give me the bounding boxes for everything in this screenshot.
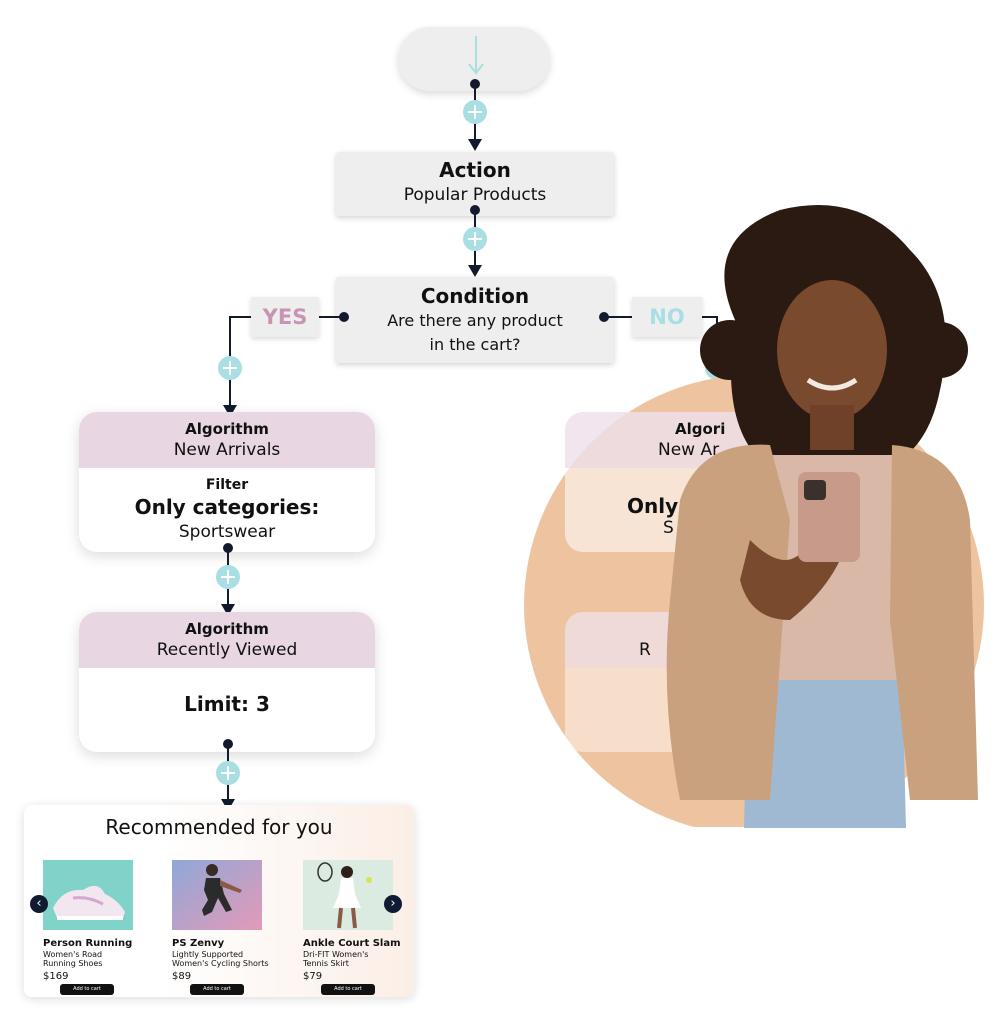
product-price: $89 <box>172 971 192 982</box>
algorithm-heading: Algorithm <box>185 419 269 438</box>
connector-dot <box>223 543 233 553</box>
connector-dot <box>470 79 480 89</box>
product-desc: Women's Road <box>43 950 103 959</box>
algorithm-band: Algorithm Recently Viewed <box>79 612 375 668</box>
woman-with-phone-photo <box>666 205 978 828</box>
product-desc: Dri-FIT Women's <box>303 950 369 959</box>
product-card[interactable]: Ankle Court Slam Dri-FIT Women's Tennis … <box>303 860 423 995</box>
filter-value: Sportswear <box>178 522 276 542</box>
ghost-rule: Only <box>627 494 679 518</box>
ghost-value: S <box>663 518 674 538</box>
running-shoe-image <box>43 860 133 930</box>
product-name: Person Running <box>43 938 133 949</box>
product-desc: Women's Cycling Shorts <box>172 959 269 968</box>
add-step-plus-icon[interactable] <box>216 761 240 785</box>
add-step-plus-icon[interactable] <box>463 100 487 124</box>
product-card[interactable]: Person Running Women's Road Running Shoe… <box>43 860 163 995</box>
ghost-lower: R <box>639 640 651 660</box>
product-desc: Running Shoes <box>43 959 103 968</box>
limit-text: Limit: 3 <box>184 692 270 716</box>
connector-dot <box>339 312 349 322</box>
filter-rule: Only categories: <box>134 495 320 519</box>
tennis-skirt-image <box>303 860 393 930</box>
product-price: $79 <box>303 971 323 982</box>
add-to-cart-button[interactable]: Add to cart <box>60 984 114 995</box>
condition-node[interactable]: Condition Are there any product in the c… <box>336 277 614 363</box>
product-card[interactable]: PS Zenvy Lightly Supported Women's Cycli… <box>172 860 292 995</box>
connector-dot <box>599 312 609 322</box>
add-step-plus-icon[interactable] <box>216 565 240 589</box>
ghost-name: New Ar <box>658 439 720 460</box>
product-price: $169 <box>43 971 69 982</box>
arrow-head-icon <box>468 265 482 277</box>
algorithm-recently-viewed-node[interactable]: Algorithm Recently Viewed Limit: 3 <box>79 612 375 752</box>
cycling-shorts-image <box>172 860 262 930</box>
algorithm-name: New Arrivals <box>173 439 281 460</box>
yes-branch-label: YES <box>251 297 319 337</box>
algorithm-band: Algorithm New Arrivals <box>79 412 375 468</box>
action-text: Popular Products <box>403 185 547 205</box>
filter-heading: Filter <box>205 477 249 493</box>
condition-line2: in the cart? <box>429 335 521 354</box>
add-to-cart-button[interactable]: Add to cart <box>321 984 375 995</box>
start-arrow-icon <box>468 36 484 75</box>
condition-heading: Condition <box>420 284 530 308</box>
add-step-plus-icon[interactable] <box>463 227 487 251</box>
product-name: Ankle Court Slam <box>303 938 401 949</box>
carousel-next-icon[interactable]: › <box>384 895 402 913</box>
product-desc: Tennis Skirt <box>303 959 349 968</box>
connector-dot <box>223 739 233 749</box>
action-heading: Action <box>439 158 511 182</box>
recommendations-title: Recommended for you <box>105 815 333 839</box>
add-step-plus-icon[interactable] <box>218 356 242 380</box>
algorithm-name: Recently Viewed <box>156 639 298 660</box>
product-name: PS Zenvy <box>172 938 225 949</box>
ghost-heading: Algori <box>675 419 726 438</box>
connector-dot <box>470 205 480 215</box>
no-branch-label: NO <box>632 297 702 337</box>
carousel-prev-icon[interactable]: ‹ <box>30 895 48 913</box>
condition-line1: Are there any product <box>387 311 563 330</box>
product-desc: Lightly Supported <box>172 950 244 959</box>
arrow-head-icon <box>468 139 482 151</box>
add-to-cart-button[interactable]: Add to cart <box>190 984 244 995</box>
algorithm-heading: Algorithm <box>185 619 269 638</box>
algorithm-new-arrivals-node[interactable]: Algorithm New Arrivals Filter Only categ… <box>79 412 375 552</box>
